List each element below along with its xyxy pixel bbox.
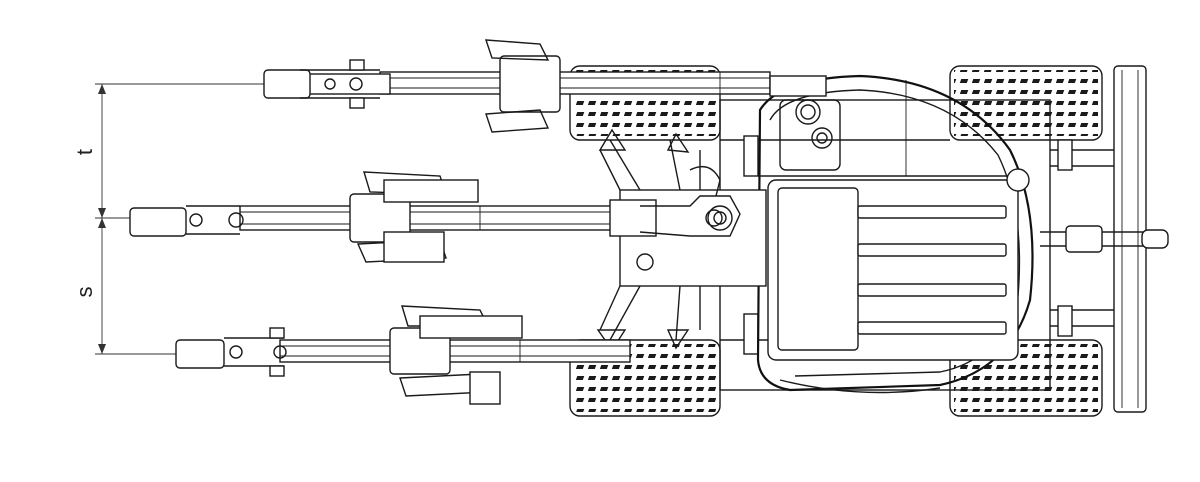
boom-top xyxy=(263,39,827,133)
swing-bracket xyxy=(596,128,767,352)
upper-structure xyxy=(756,74,1034,394)
boom-center xyxy=(129,171,741,263)
dimension-t-label: t xyxy=(72,149,97,155)
roof-slot xyxy=(857,283,1007,297)
roof-slot xyxy=(857,243,1007,257)
dozer-blade xyxy=(1040,65,1169,413)
undercarriage-frame xyxy=(719,99,1073,391)
roof-slot xyxy=(857,205,1007,219)
dimension-s-label: s xyxy=(72,287,97,298)
roof-slot xyxy=(857,321,1007,335)
wheel-rear-top xyxy=(949,65,1103,141)
boom-bottom xyxy=(175,305,631,405)
